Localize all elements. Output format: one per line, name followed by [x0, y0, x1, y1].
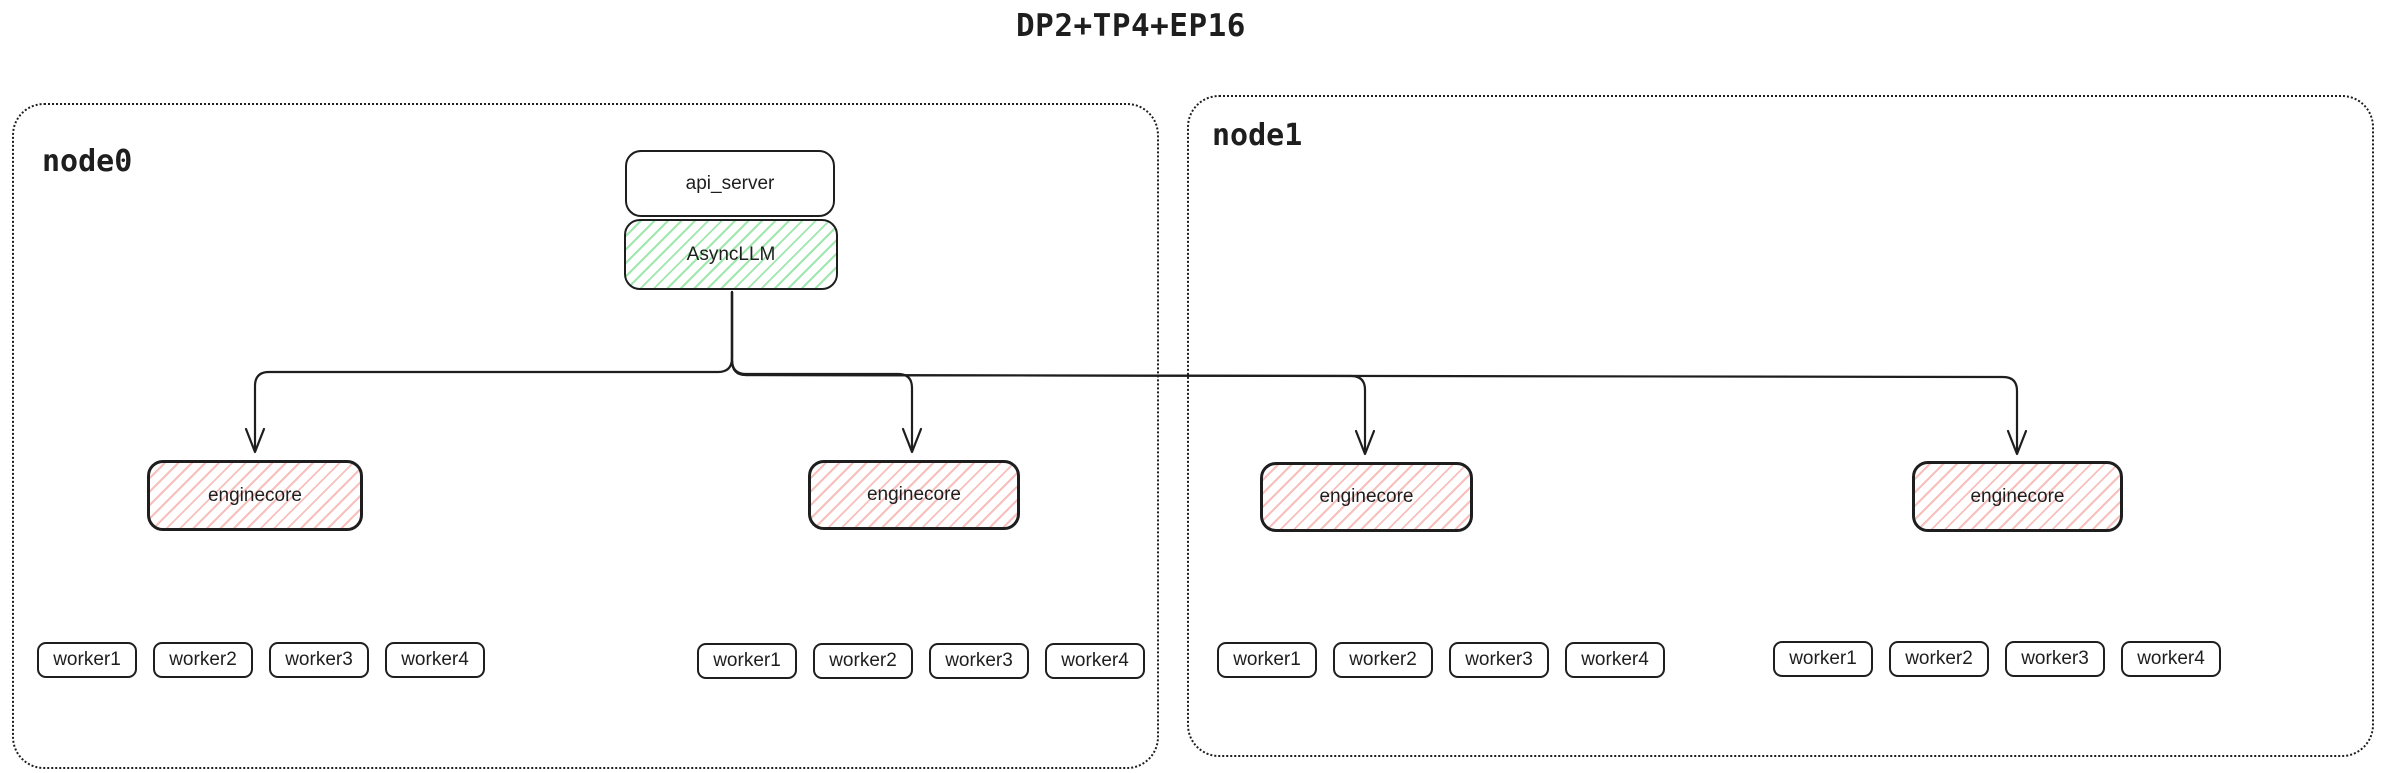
worker-box: worker2	[813, 643, 913, 679]
worker-group-1: worker1 worker2 worker3 worker4	[37, 642, 485, 678]
enginecore-label: enginecore	[207, 484, 303, 506]
worker-group-3: worker1 worker2 worker3 worker4	[1217, 642, 1665, 678]
worker-label: worker4	[1061, 650, 1129, 671]
worker-box: worker3	[1449, 642, 1549, 678]
worker-box: worker2	[1333, 642, 1433, 678]
diagram-title: DP2+TP4+EP16	[1016, 8, 1246, 44]
worker-box: worker3	[2005, 641, 2105, 677]
worker-box: worker4	[1565, 642, 1665, 678]
enginecore-label: enginecore	[1319, 486, 1414, 507]
node0-label: node0	[42, 144, 133, 179]
worker-label: worker1	[1233, 649, 1301, 670]
worker-box: worker4	[385, 642, 485, 678]
worker-box: worker2	[153, 642, 253, 678]
asyncllm-box: AsyncLLM	[624, 219, 838, 290]
enginecore-label: enginecore	[1970, 485, 2065, 507]
worker-box: worker1	[1773, 641, 1873, 677]
worker-label: worker3	[945, 650, 1013, 671]
worker-label: worker4	[401, 649, 469, 670]
enginecore-box-2: enginecore	[808, 460, 1020, 530]
worker-label: worker3	[2021, 648, 2089, 669]
worker-group-4: worker1 worker2 worker3 worker4	[1773, 641, 2221, 677]
worker-box: worker1	[37, 642, 137, 678]
api-server-box: api_server	[625, 150, 835, 217]
worker-label: worker2	[829, 650, 897, 671]
enginecore-box-3: enginecore	[1260, 462, 1473, 532]
worker-group-2: worker1 worker2 worker3 worker4	[697, 643, 1145, 679]
worker-box: worker3	[929, 643, 1029, 679]
worker-label: worker1	[1789, 648, 1857, 669]
worker-label: worker4	[2137, 648, 2205, 669]
worker-label: worker3	[1465, 649, 1533, 670]
worker-box: worker1	[697, 643, 797, 679]
worker-box: worker1	[1217, 642, 1317, 678]
enginecore-box-4: enginecore	[1912, 461, 2123, 532]
worker-box: worker4	[1045, 643, 1145, 679]
worker-box: worker3	[269, 642, 369, 678]
enginecore-label: enginecore	[866, 484, 962, 505]
worker-label: worker3	[285, 649, 353, 670]
worker-label: worker2	[1349, 649, 1417, 670]
worker-label: worker4	[1581, 649, 1649, 670]
node1-label: node1	[1212, 118, 1303, 153]
api-server-label: api_server	[685, 172, 775, 194]
enginecore-box-1: enginecore	[147, 460, 363, 531]
asyncllm-label: AsyncLLM	[686, 243, 776, 265]
worker-box: worker2	[1889, 641, 1989, 677]
worker-label: worker2	[169, 649, 237, 670]
worker-label: worker2	[1905, 648, 1973, 669]
worker-label: worker1	[53, 649, 121, 670]
worker-label: worker1	[713, 650, 781, 671]
worker-box: worker4	[2121, 641, 2221, 677]
